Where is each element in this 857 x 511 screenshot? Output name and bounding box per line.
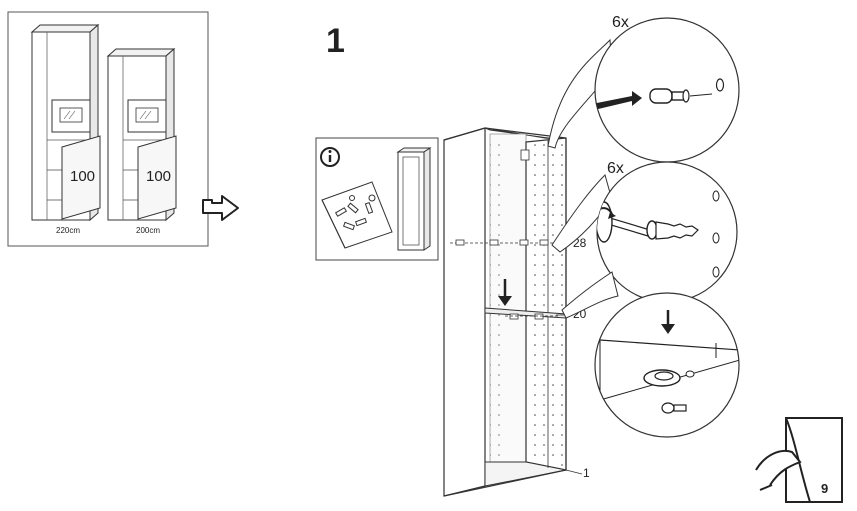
next-arrow-icon — [202, 195, 239, 221]
pin-illustration — [661, 402, 687, 414]
shelf-down-detail-arrow-icon — [661, 310, 675, 334]
cabinet-220-height-label: 220cm — [56, 226, 80, 235]
small-cabinet-illustration — [396, 147, 432, 251]
cabinet-200-height-label: 200cm — [136, 226, 160, 235]
part-label-1: 1 — [583, 466, 590, 480]
shelf-pin-illustration — [649, 78, 725, 104]
cabinet-220-illustration: 100 — [30, 23, 101, 222]
detail-circle-middle — [551, 161, 738, 303]
cabinet-200-illustration: 100 — [106, 47, 177, 222]
main-cabinet-illustration — [443, 127, 567, 497]
step-number: 1 — [326, 22, 345, 60]
shelf-down-arrow-icon — [498, 279, 512, 306]
overview-panel: 100 220cm 100 200cm — [7, 11, 209, 247]
page-number: 9 — [821, 481, 828, 496]
push-arrow-icon — [595, 91, 642, 110]
cabinet-220-value: 100 — [70, 168, 95, 185]
screwdriver-illustration — [597, 201, 651, 243]
detail-circle-bottom — [561, 271, 740, 438]
cam-lock-illustration — [643, 369, 695, 387]
cabinet-200-value: 100 — [146, 168, 171, 185]
detail-circle-top — [547, 17, 740, 163]
info-icon — [320, 147, 340, 167]
cam-screw-illustration — [646, 220, 699, 240]
quantity-middle: 6x — [607, 160, 624, 177]
hardware-bag-illustration — [321, 181, 393, 249]
page-turn-icon — [755, 417, 843, 503]
quantity-top: 6x — [612, 14, 629, 31]
info-box — [315, 137, 439, 261]
